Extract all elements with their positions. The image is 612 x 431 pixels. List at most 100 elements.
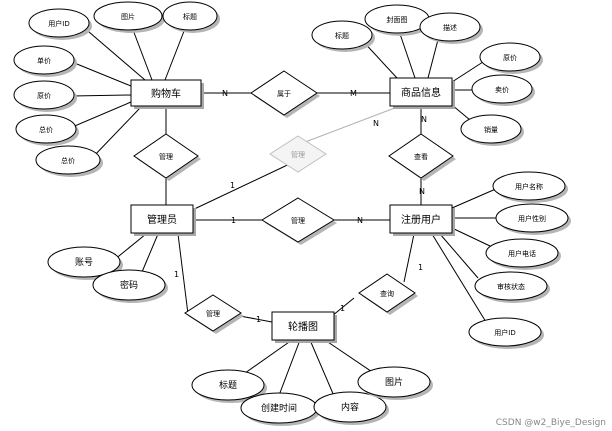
edge-product-origprice	[451, 59, 487, 83]
attr-carousel-created[interactable]: 创建时间	[240, 392, 320, 426]
edge-admin-password	[141, 233, 159, 273]
svg-text:账号: 账号	[75, 257, 93, 268]
svg-text:用户电话: 用户电话	[508, 249, 536, 258]
entity-user[interactable]: 注册用户	[389, 204, 455, 236]
admin-attributes: 账号 密码	[47, 246, 168, 303]
attr-product-title[interactable]: 标题	[311, 20, 375, 52]
edge-admin-account	[113, 233, 147, 261]
svg-text:总价: 总价	[39, 125, 53, 134]
svg-text:用户名称: 用户名称	[515, 182, 543, 191]
watermark: CSDN @w2_Biye_Design	[496, 418, 606, 428]
entity-user-label: 注册用户	[401, 213, 441, 226]
attr-user-id[interactable]: 用户ID	[468, 317, 544, 349]
relationship-manage-product-faded[interactable]: 管理	[269, 135, 327, 173]
cardinalities: N M N 1 N N 1 N 1 1 1 1	[174, 89, 427, 324]
relationship-query[interactable]: 查询	[358, 273, 418, 315]
card-view-user: N	[419, 187, 425, 196]
svg-text:图片: 图片	[121, 12, 135, 21]
edge-user-audit	[439, 233, 479, 279]
edge-cart-origprice	[71, 94, 132, 97]
edge-carousel-title	[237, 339, 293, 379]
relationships: 属于 管理 管理 查看 管理 管理 查询	[133, 70, 456, 334]
entity-cart[interactable]: 购物车	[130, 79, 204, 109]
entity-product-label: 商品信息	[401, 86, 441, 99]
edge-user-id	[431, 233, 487, 323]
attr-carousel-image[interactable]: 图片	[357, 366, 433, 400]
svg-text:标题: 标题	[335, 31, 349, 40]
relationship-manage-cart-label: 管理	[159, 152, 173, 161]
edge-carousel-content	[309, 339, 335, 397]
attr-cart-total-1[interactable]: 总价	[15, 114, 79, 146]
card-admin-product: 1	[230, 181, 235, 190]
attr-admin-password[interactable]: 密码	[92, 269, 168, 303]
card-admin-user-n: N	[357, 216, 363, 225]
edge-faded-manage-admin	[187, 159, 299, 213]
attr-user-gender[interactable]: 用户性别	[495, 203, 571, 235]
attr-user-phone[interactable]: 用户电话	[485, 238, 561, 270]
attr-cart-origprice[interactable]: 原价	[13, 80, 77, 112]
attr-user-name[interactable]: 用户名称	[492, 171, 568, 203]
svg-text:销量: 销量	[484, 125, 498, 134]
svg-text:密码: 密码	[120, 279, 138, 291]
entity-cart-label: 购物车	[151, 87, 181, 100]
relationship-view-label: 查看	[414, 152, 428, 161]
attr-product-origprice[interactable]: 原价	[479, 42, 543, 74]
entity-admin-label: 管理员	[147, 213, 177, 226]
svg-text:图片: 图片	[385, 376, 403, 388]
edge-cart-userid	[81, 25, 146, 81]
relationship-manage-product-label: 管理	[291, 150, 305, 159]
entity-product[interactable]: 商品信息	[389, 77, 455, 109]
card-query-carousel: 1	[340, 304, 345, 313]
attr-carousel-title[interactable]: 标题	[191, 369, 267, 403]
attr-cart-userid[interactable]: 用户ID	[28, 8, 92, 40]
card-cart-belongs: N	[222, 89, 228, 98]
edge-manage-carousel	[239, 315, 273, 323]
relationship-manage-cart[interactable]: 管理	[133, 133, 201, 181]
svg-text:用户性别: 用户性别	[518, 214, 546, 223]
relationship-manage-user-label: 管理	[291, 216, 305, 225]
edge-cart-total2	[91, 107, 141, 159]
svg-text:用户ID: 用户ID	[494, 328, 515, 337]
attr-product-saleprice[interactable]: 卖价	[471, 74, 535, 106]
entities: 购物车 商品信息 管理员 注册用户 轮播图	[130, 77, 455, 343]
attr-product-desc[interactable]: 描述	[419, 12, 483, 44]
edge-cart-total1	[69, 101, 132, 129]
relationship-query-label: 查询	[380, 289, 394, 298]
relationship-manage-carousel[interactable]: 管理	[184, 294, 244, 334]
entity-carousel[interactable]: 轮播图	[271, 311, 337, 343]
entity-carousel-label: 轮播图	[288, 320, 318, 333]
edge-product-faded-manage	[299, 105, 401, 145]
edge-admin-manage-carousel	[177, 233, 189, 315]
card-admin-carousel: 1	[174, 270, 179, 279]
attr-cart-total-2[interactable]: 总价	[35, 145, 103, 177]
attr-admin-account[interactable]: 账号	[47, 246, 123, 280]
relationship-manage-user[interactable]: 管理	[261, 197, 337, 245]
cart-attributes: 用户ID 图片 标题 单价 原价 总价 总价	[13, 1, 220, 177]
attr-product-sales[interactable]: 销量	[460, 114, 524, 146]
edge-cart-unitprice	[71, 61, 132, 87]
attr-cart-title[interactable]: 标题	[162, 1, 220, 33]
relationship-belongs[interactable]: 属于	[250, 70, 320, 118]
attr-product-cover[interactable]: 封面图	[364, 4, 432, 36]
attr-carousel-content[interactable]: 内容	[313, 391, 389, 425]
attr-cart-image[interactable]: 图片	[93, 1, 165, 33]
edge-query-carousel	[331, 297, 355, 317]
svg-text:原价: 原价	[503, 54, 517, 62]
card-user-query: 1	[418, 263, 423, 272]
edge-user-query	[403, 233, 415, 283]
user-attributes: 用户名称 用户性别 用户电话 审核状态 用户ID	[468, 171, 571, 349]
svg-text:原价: 原价	[37, 92, 51, 100]
relationship-view[interactable]: 查看	[388, 133, 456, 181]
svg-text:标题: 标题	[183, 12, 197, 21]
card-belongs-product: M	[350, 89, 357, 98]
attr-user-audit[interactable]: 审核状态	[474, 271, 550, 303]
edge-product-cover	[397, 27, 416, 79]
entity-admin[interactable]: 管理员	[130, 204, 196, 236]
svg-text:用户ID: 用户ID	[48, 19, 69, 28]
card-carousel-admin: 1	[256, 315, 261, 324]
attr-cart-unitprice[interactable]: 单价	[13, 45, 77, 77]
edge-user-phone	[451, 227, 491, 247]
product-attributes: 标题 封面图 描述 原价 卖价 销量	[311, 4, 543, 146]
card-admin-user-1: 1	[231, 216, 236, 225]
